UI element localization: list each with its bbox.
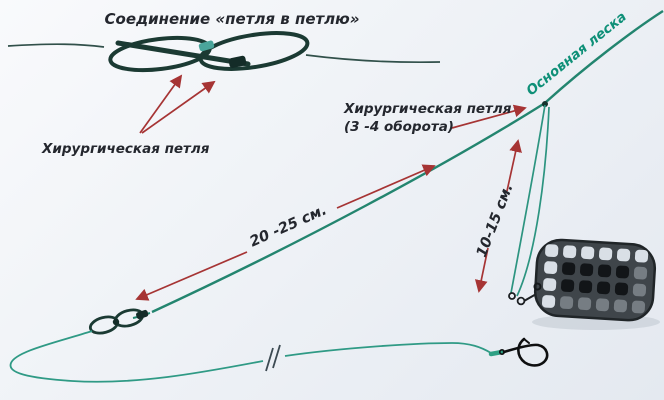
feeder-mesh-hole <box>632 283 647 297</box>
loop-to-loop-knot <box>7 31 441 73</box>
feeder-mesh-hole <box>544 261 558 274</box>
feeder-cage <box>533 238 657 322</box>
feeder-mesh-hole <box>613 299 628 313</box>
feeder-mesh-hole <box>598 247 613 261</box>
feeder-mesh-hole <box>615 265 630 279</box>
dark-wrap-knot <box>228 55 247 68</box>
light-wrap-knot <box>198 40 215 52</box>
main-line <box>151 9 664 314</box>
connection-title-label: Соединение «петля в петлю» <box>105 10 360 28</box>
feeder-mesh-hole <box>633 266 648 280</box>
feeder-mesh-hole <box>577 297 592 311</box>
feeder-mesh-hole <box>541 295 556 308</box>
feeder-mesh-hole <box>616 248 631 262</box>
measure-arrow-10-15 <box>474 139 522 293</box>
surgeon-loop-turns-label-line2: (3 -4 оборота) <box>344 119 454 135</box>
turns-label-arrow <box>451 104 527 129</box>
feeder-mesh-hole <box>597 264 612 278</box>
surgeon-loop-junction <box>542 101 548 107</box>
feeder-dropper-loop <box>510 104 550 297</box>
feeder-mesh-hole <box>579 263 594 277</box>
distance-20-25-label: 20 -25 см. <box>247 202 329 250</box>
fishing-hook <box>488 337 549 367</box>
main-line-label: Основная леска <box>523 9 629 99</box>
feeder-mesh-hole <box>581 246 595 260</box>
feeder-mesh-hole <box>596 281 611 295</box>
feeder-mesh-hole <box>563 245 577 259</box>
feeder-eyelet <box>533 282 542 291</box>
measure-arrow-20-25 <box>135 164 436 301</box>
feeder-mesh-hole <box>595 298 610 312</box>
surgeon-loop-turns-label-line1: Хирургическая петля <box>343 101 512 117</box>
feeder-mesh-hole <box>560 279 575 293</box>
loop-to-loop-knot-small <box>88 308 151 335</box>
hooklink-line <box>9 330 492 383</box>
distance-10-15-label: 10-15 см. <box>474 182 517 260</box>
feeder-mesh-hole <box>631 300 646 314</box>
line-break-symbol <box>265 344 281 372</box>
feeder-mesh-hole <box>562 262 576 276</box>
swivel-clip <box>508 292 539 306</box>
feeder-mesh-hole <box>578 280 593 294</box>
feeder-mesh-hole <box>634 249 649 263</box>
feeder-mesh-hole <box>559 296 574 310</box>
feeder-mesh-hole <box>543 278 557 291</box>
surgeon-loop-label: Хирургическая петля <box>41 141 210 157</box>
surgeon-loop-pointer-arrows <box>139 74 216 134</box>
feeder-mesh-hole <box>614 282 629 296</box>
feeder-mesh-hole <box>545 244 559 258</box>
